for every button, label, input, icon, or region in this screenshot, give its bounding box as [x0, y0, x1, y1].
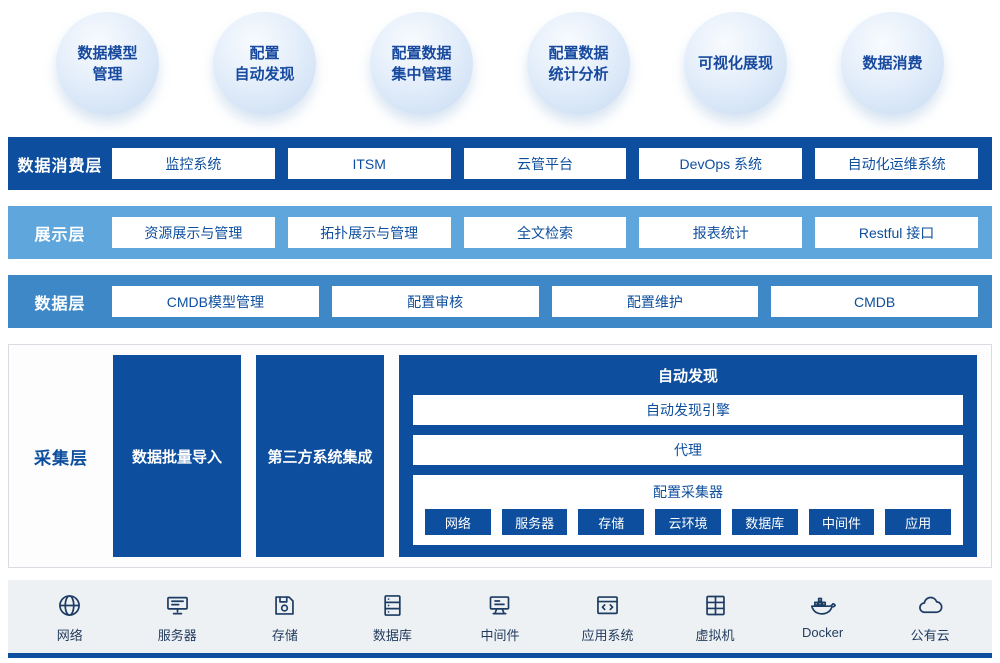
resource-label: 存储 — [271, 628, 298, 643]
database-icon — [379, 592, 406, 619]
resource-label: 服务器 — [157, 628, 197, 643]
layer-items: 资源展示与管理拓扑展示与管理全文检索报表统计 Restful 接口 — [112, 217, 978, 248]
layer-collection: 采集层 数据批量导入 第三方系统集成 自动发现 自动发现引擎 代理 配置采集器 … — [8, 344, 992, 568]
collector-item: 云环境 — [655, 509, 721, 535]
server-icon — [164, 592, 191, 619]
feature-bubble: 配置自动发现 — [213, 12, 316, 115]
resource-item: 中间件 — [461, 592, 539, 644]
bubble-label-line: 数据消费 — [862, 55, 923, 72]
resource-item: 虚拟机 — [676, 592, 754, 644]
resource-bar: 网络 服务器 存储 数据库 中间件 应用系统 虚拟机 Docker 公有云 — [8, 580, 992, 658]
collector-item: 服务器 — [501, 509, 568, 535]
bubble-label-line: 配置数据 — [391, 44, 452, 62]
layer-item: CMDB — [771, 286, 978, 317]
resource-item: 存储 — [246, 592, 324, 644]
layer-items: 监控系统 ITSM 云管平台 DevOps 系统自动化运维系统 — [112, 148, 978, 179]
resource-item: 服务器 — [138, 592, 216, 644]
bubble-label-line: 可视化展现 — [697, 55, 773, 72]
bubble-label-line: 配置 — [249, 44, 280, 62]
layer-label: 数据消费层 — [17, 157, 103, 175]
auto-discovery-title: 自动发现 — [657, 368, 718, 385]
layer-items: CMDB模型管理配置审核配置维护 CMDB — [112, 286, 978, 317]
resource-label: 公有云 — [910, 628, 950, 643]
app-system-icon — [594, 592, 621, 619]
collector-title: 配置采集器 — [653, 484, 723, 500]
resource-item: Docker — [784, 592, 862, 640]
feature-bubbles: 数据模型管理配置自动发现配置数据集中管理配置数据统计分析可视化展现数据消费 — [8, 12, 992, 115]
layer-item: 全文检索 — [463, 217, 627, 248]
feature-bubble: 配置数据统计分析 — [527, 12, 630, 115]
layer-label: 展示层 — [34, 226, 86, 244]
collector-items: 网络服务器存储云环境数据库中间件应用 — [425, 509, 952, 535]
bubble-label-line: 管理 — [92, 65, 123, 83]
collector-item: 中间件 — [808, 509, 875, 535]
globe-icon — [56, 592, 83, 619]
bubble-label-line: 配置数据 — [548, 44, 609, 62]
layer-item: Restful 接口 — [815, 217, 978, 248]
resource-item: 网络 — [31, 592, 109, 644]
middleware-icon — [486, 592, 513, 619]
auto-discovery-panel: 自动发现 自动发现引擎 代理 配置采集器 网络服务器存储云环境数据库中间件应用 — [399, 355, 977, 557]
feature-bubble: 配置数据集中管理 — [370, 12, 473, 115]
layer-data-consumption: 数据消费层 监控系统 ITSM 云管平台 DevOps 系统自动化运维系统 — [8, 137, 992, 190]
layer-display: 展示层 资源展示与管理拓扑展示与管理全文检索报表统计 Restful 接口 — [8, 206, 992, 259]
collector-item: 数据库 — [731, 509, 798, 535]
bubble-label-line: 统计分析 — [548, 65, 609, 83]
agent-row: 代理 — [413, 435, 963, 465]
layer-item: 报表统计 — [639, 217, 803, 248]
resource-label: 数据库 — [372, 628, 412, 643]
bubble-label-line: 数据模型 — [77, 44, 138, 62]
storage-icon — [271, 592, 298, 619]
layer-item: 配置审核 — [331, 286, 539, 317]
layer-item: 自动化运维系统 — [815, 148, 978, 179]
resource-item: 数据库 — [353, 592, 431, 644]
layer-data: 数据层 CMDB模型管理配置审核配置维护 CMDB — [8, 275, 992, 328]
layer-label: 数据层 — [34, 295, 86, 313]
feature-bubble: 可视化展现 — [684, 12, 787, 115]
collector-item: 网络 — [425, 509, 491, 535]
layer-item: DevOps 系统 — [639, 148, 803, 179]
docker-icon — [809, 592, 837, 619]
third-party-block: 第三方系统集成 — [256, 355, 384, 557]
bubble-label-line: 自动发现 — [234, 65, 295, 83]
bubble-label-line: 集中管理 — [391, 65, 452, 83]
layer-item: 监控系统 — [112, 148, 275, 179]
batch-import-block: 数据批量导入 — [113, 355, 241, 557]
resource-label: 中间件 — [480, 628, 520, 643]
collector-item: 存储 — [578, 509, 645, 535]
feature-bubble: 数据模型管理 — [56, 12, 159, 115]
layer-item: 配置维护 — [551, 286, 759, 317]
config-collector: 配置采集器 网络服务器存储云环境数据库中间件应用 — [413, 475, 963, 545]
layer-item: CMDB模型管理 — [112, 286, 319, 317]
auto-discovery-engine-row: 自动发现引擎 — [413, 395, 963, 425]
layer-label: 采集层 — [34, 448, 88, 468]
vm-icon — [702, 592, 729, 619]
feature-bubble: 数据消费 — [841, 12, 944, 115]
collector-item: 应用 — [885, 509, 952, 535]
layer-item: 云管平台 — [463, 148, 627, 179]
cloud-icon — [917, 592, 944, 619]
resource-item: 公有云 — [891, 592, 969, 644]
layer-item: ITSM — [287, 148, 451, 179]
layer-item: 拓扑展示与管理 — [287, 217, 451, 248]
layer-item: 资源展示与管理 — [112, 217, 275, 248]
resource-label: 应用系统 — [581, 628, 634, 643]
resource-item: 应用系统 — [569, 592, 647, 644]
resource-label: 网络 — [56, 628, 83, 643]
resource-label: 虚拟机 — [695, 628, 735, 643]
resource-label: Docker — [802, 625, 844, 640]
